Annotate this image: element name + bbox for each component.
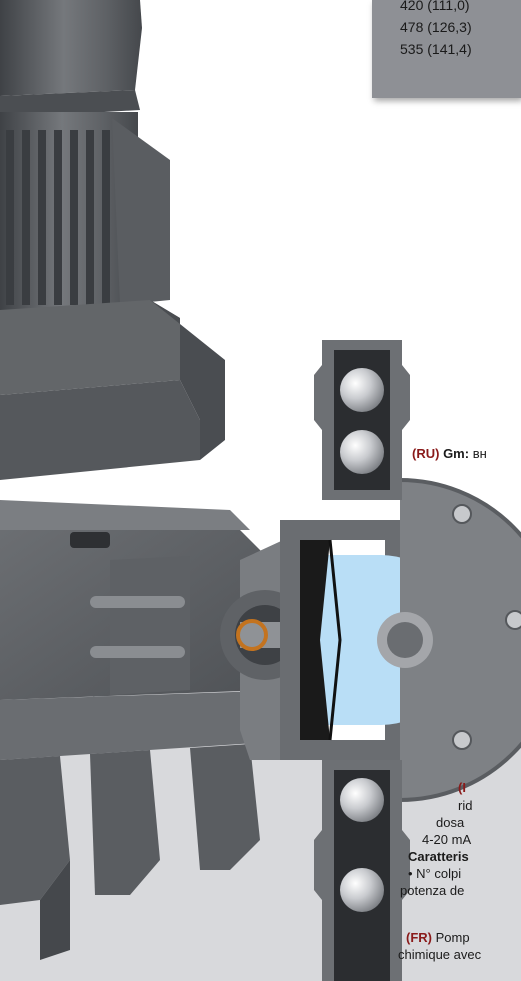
- motor-cap: [0, 0, 142, 118]
- text-it-line5: • N° colpi: [408, 866, 462, 881]
- text-fr: (FR) Pomp: [406, 930, 470, 945]
- text-it-line6: potenza de: [400, 883, 465, 898]
- pump-legs: [0, 690, 300, 960]
- flow-row-2: 478 (126,3): [400, 19, 472, 35]
- text-fr-line2: chimique avec: [398, 947, 482, 962]
- motor-base: [0, 300, 225, 480]
- text-it-line4: Caratteris: [408, 849, 469, 864]
- text-it-line2: dosa: [436, 815, 465, 830]
- text-it-line1: rid: [458, 798, 473, 813]
- flow-table: 420 (111,0) 478 (126,3) 535 (141,4): [372, 0, 521, 98]
- flow-row-1: 420 (111,0): [400, 0, 470, 13]
- pump-flange: [377, 478, 521, 802]
- text-it-tag: (I: [458, 780, 466, 795]
- lower-valve: [314, 760, 410, 981]
- text-it-line3: 4-20 mA: [422, 832, 472, 847]
- gearbox: [0, 500, 270, 708]
- flow-row-3: 535 (141,4): [400, 41, 472, 57]
- text-ru: (RU) Gm: вн: [412, 446, 487, 461]
- motor-body: [0, 112, 170, 312]
- upper-valve: [314, 340, 410, 500]
